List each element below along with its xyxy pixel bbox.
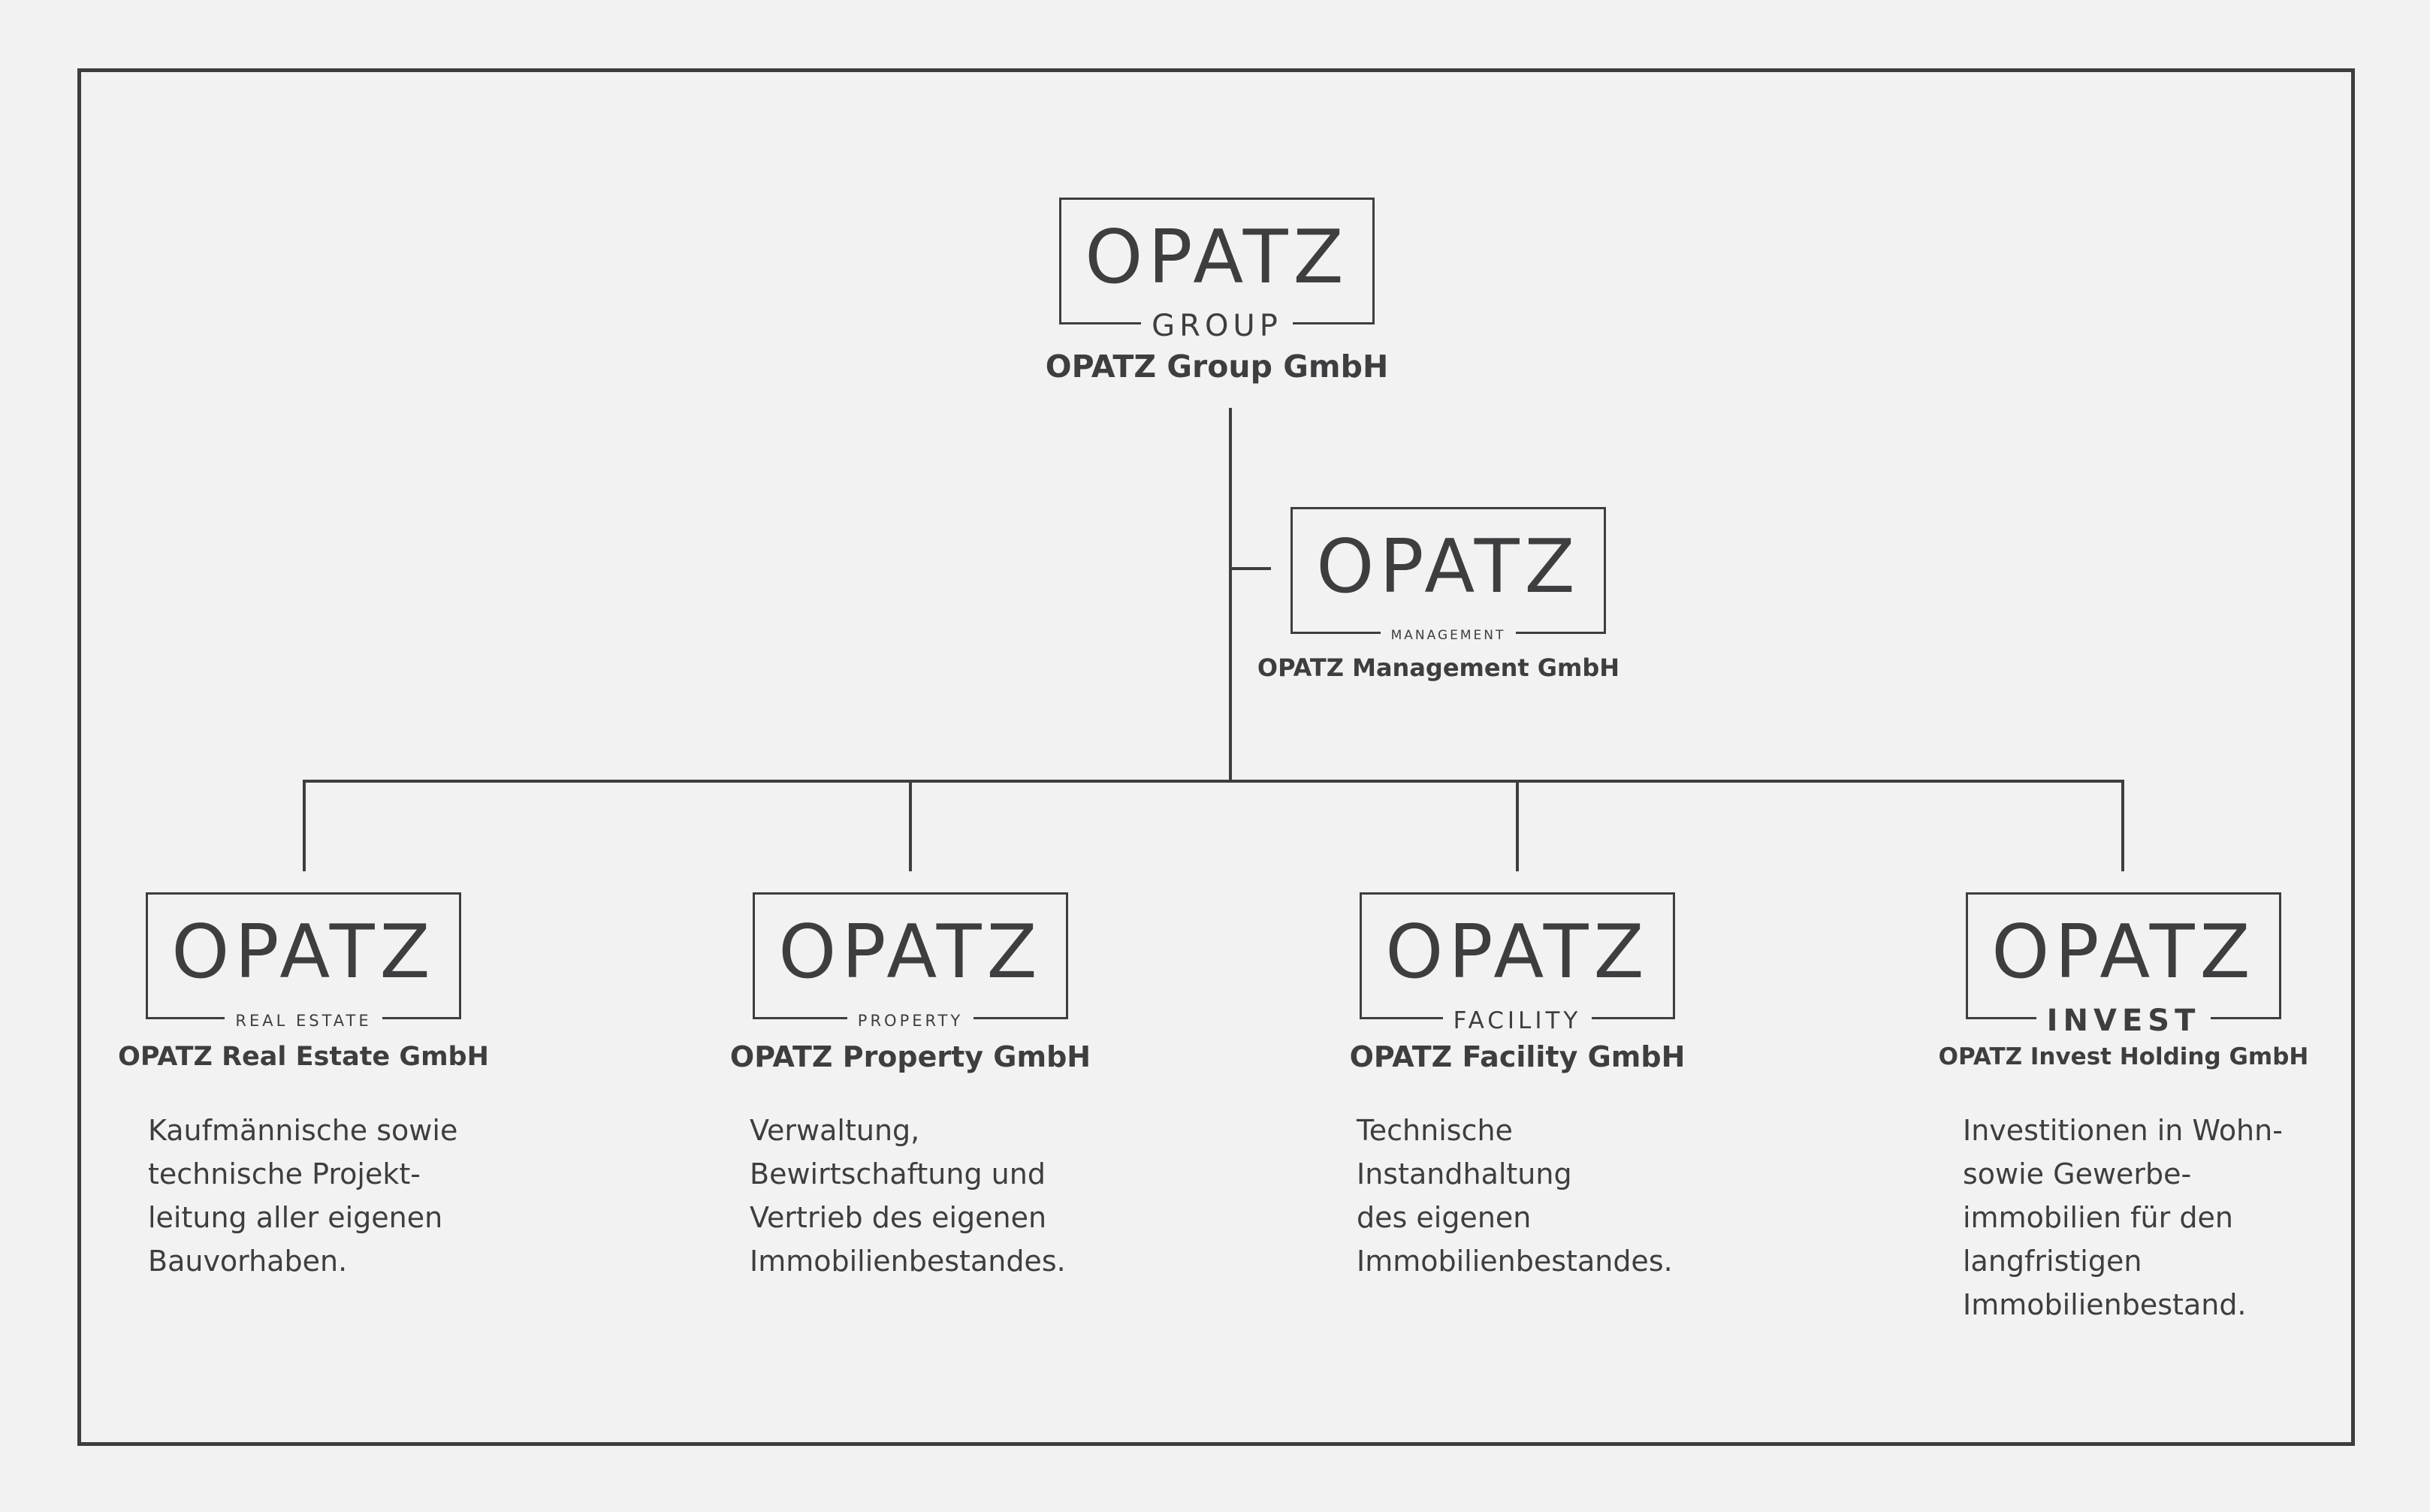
logo-management-subtitle: MANAGEMENT: [1290, 628, 1606, 643]
logo-facility-subtitle: FACILITY: [1360, 1007, 1675, 1034]
description-property: Verwaltung, Bewirtschaftung und Vertrieb…: [750, 1109, 1103, 1283]
description-line: Technische: [1357, 1114, 1513, 1147]
company-name-invest: OPATZ Invest Holding GmbH: [1938, 1043, 2309, 1070]
logo-invest: OPATZ INVEST: [1966, 892, 2281, 1038]
description-real-estate: Kaufmännische sowie technische Projekt- …: [148, 1109, 501, 1283]
logo-invest-wordmark: OPATZ: [1991, 910, 2256, 995]
logo-facility-wordmark: OPATZ: [1385, 910, 1650, 995]
description-line: leitung aller eigenen: [148, 1201, 443, 1234]
description-invest: Investitionen in Wohn- sowie Gewerbe- im…: [1963, 1109, 2316, 1326]
logo-group-wordmark: OPATZ: [1085, 215, 1349, 300]
description-line: Immobilienbestandes.: [1357, 1245, 1673, 1278]
description-line: Investitionen in Wohn-: [1963, 1114, 2283, 1147]
logo-property-subtitle: PROPERTY: [753, 1012, 1068, 1030]
logo-property-wordmark: OPATZ: [778, 910, 1043, 995]
logo-real-estate: OPATZ REAL ESTATE: [146, 892, 461, 1030]
description-line: Instandhaltung: [1357, 1157, 1572, 1191]
description-line: Bewirtschaftung und: [750, 1157, 1046, 1191]
description-facility: Technische Instandhaltung des eigenen Im…: [1357, 1109, 1710, 1283]
logo-property: OPATZ PROPERTY: [753, 892, 1068, 1030]
logo-group-subtitle: GROUP: [1059, 309, 1375, 343]
company-name-management: OPATZ Management GmbH: [1257, 653, 1620, 682]
logo-management: OPATZ MANAGEMENT: [1290, 507, 1606, 643]
description-line: langfristigen: [1963, 1245, 2142, 1278]
logo-real-estate-subtitle: REAL ESTATE: [146, 1012, 461, 1030]
description-line: Immobilienbestandes.: [750, 1245, 1066, 1278]
description-line: Verwaltung,: [750, 1114, 920, 1147]
company-name-facility: OPATZ Facility GmbH: [1349, 1040, 1686, 1073]
company-name-group: OPATZ Group GmbH: [1045, 349, 1389, 385]
description-line: Kaufmännische sowie: [148, 1114, 458, 1147]
diagram-frame: [77, 68, 2355, 1446]
description-line: sowie Gewerbe-: [1963, 1157, 2192, 1191]
description-line: technische Projekt-: [148, 1157, 421, 1191]
description-line: des eigenen: [1357, 1201, 1532, 1234]
logo-management-wordmark: OPATZ: [1316, 524, 1580, 610]
description-line: Immobilienbestand.: [1963, 1288, 2247, 1321]
description-line: Vertrieb des eigenen: [750, 1201, 1047, 1234]
company-name-real-estate: OPATZ Real Estate GmbH: [118, 1042, 489, 1072]
logo-facility: OPATZ FACILITY: [1360, 892, 1675, 1034]
description-line: Bauvorhaben.: [148, 1245, 348, 1278]
logo-real-estate-wordmark: OPATZ: [171, 910, 436, 995]
logo-invest-subtitle: INVEST: [1966, 1003, 2281, 1038]
logo-group: OPATZ GROUP: [1059, 198, 1375, 343]
company-name-property: OPATZ Property GmbH: [729, 1040, 1091, 1073]
description-line: immobilien für den: [1963, 1201, 2233, 1234]
